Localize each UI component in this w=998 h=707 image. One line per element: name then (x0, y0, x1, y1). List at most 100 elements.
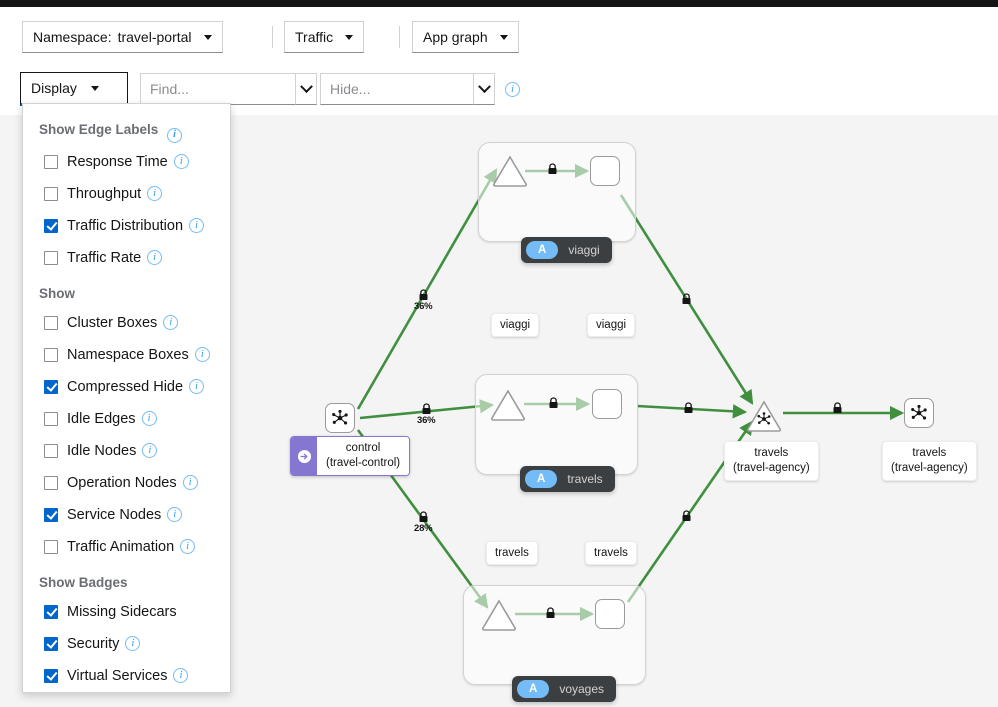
chevron-down-icon (203, 34, 212, 40)
info-icon[interactable]: i (180, 539, 196, 554)
checkbox-namespace-boxes[interactable] (44, 347, 58, 362)
info-icon[interactable]: i (182, 475, 198, 490)
find-dropdown-toggle[interactable] (295, 73, 317, 105)
graph-type-select[interactable]: App graph (412, 21, 519, 53)
hide-control (320, 73, 495, 105)
info-icon[interactable]: i (505, 82, 520, 97)
checkbox-operation-nodes[interactable] (44, 475, 58, 490)
checkbox-idle-edges[interactable] (44, 411, 58, 426)
node-label-viaggi-app: viaggi (587, 313, 636, 337)
chevron-down-icon (345, 34, 354, 40)
menu-item-idle-edges[interactable]: Idle Edges i (23, 403, 230, 435)
checkbox-security[interactable] (44, 636, 58, 651)
node-travels-service[interactable] (490, 389, 526, 421)
menu-item-service-nodes[interactable]: Service Nodes i (23, 499, 230, 531)
namespace-select[interactable]: Namespace: travel-portal (22, 21, 223, 53)
checkbox-traffic-animation[interactable] (44, 539, 58, 554)
node-travels-app[interactable] (592, 389, 622, 419)
menu-item-label: Compressed Hide (67, 378, 184, 395)
node-viaggi-app[interactable] (590, 156, 620, 186)
menu-item-security[interactable]: Security i (23, 628, 230, 660)
control-line2: (travel-control) (326, 457, 401, 469)
info-icon[interactable]: i (142, 443, 158, 458)
menu-item-traffic-rate[interactable]: Traffic Rate i (23, 242, 230, 274)
lock-icon (419, 511, 428, 522)
info-icon[interactable]: i (147, 250, 163, 265)
checkbox-service-nodes[interactable] (44, 507, 58, 522)
menu-item-label: Missing Sidecars (67, 603, 177, 620)
display-button[interactable]: Display (20, 72, 128, 106)
hide-input[interactable] (320, 73, 473, 105)
group-badge-viaggi[interactable]: A viaggi (521, 237, 612, 263)
menu-item-label: Operation Nodes (67, 474, 177, 491)
checkbox-traffic-rate[interactable] (44, 250, 58, 265)
checkbox-traffic-distribution[interactable] (44, 218, 58, 233)
menu-item-traffic-animation[interactable]: Traffic Animation i (23, 531, 230, 563)
group-badge-text: viaggi (568, 243, 600, 257)
toolbar-divider (272, 26, 273, 48)
hide-dropdown-toggle[interactable] (473, 73, 495, 105)
lock-icon (833, 402, 842, 413)
info-icon[interactable]: i (147, 186, 163, 201)
node-agency-service[interactable] (746, 400, 782, 432)
menu-item-response-time[interactable]: Response Time i (23, 146, 230, 178)
lock-icon (548, 163, 557, 174)
lock-icon (546, 607, 555, 618)
menu-item-label: Idle Edges (67, 410, 136, 427)
menu-item-cluster-boxes[interactable]: Cluster Boxes i (23, 307, 230, 339)
menu-item-label: Idle Nodes (67, 442, 137, 459)
info-icon[interactable]: i (125, 636, 141, 651)
menu-item-label: Cluster Boxes (67, 314, 158, 331)
group-badge-travels[interactable]: A travels (520, 466, 615, 492)
traffic-select[interactable]: Traffic (284, 21, 365, 53)
node-voyages-service[interactable] (481, 599, 517, 631)
menu-item-label: Traffic Animation (67, 538, 175, 555)
edge-percent: 28% (414, 523, 433, 534)
checkbox-missing-sidecars[interactable] (44, 604, 58, 619)
checkbox-virtual-services[interactable] (44, 668, 58, 683)
find-input[interactable] (140, 73, 295, 105)
lock-icon (682, 510, 691, 521)
menu-item-throughput[interactable]: Throughput i (23, 178, 230, 210)
menu-item-idle-nodes[interactable]: Idle Nodes i (23, 435, 230, 467)
menu-item-operation-nodes[interactable]: Operation Nodes i (23, 467, 230, 499)
info-icon[interactable]: i (173, 668, 189, 683)
menu-item-compressed-hide[interactable]: Compressed Hide i (23, 371, 230, 403)
info-icon[interactable]: i (141, 411, 157, 426)
group-badge-pill: A (526, 241, 559, 259)
group-badge-voyages[interactable]: A voyages (512, 676, 617, 702)
node-agency-app[interactable] (904, 398, 934, 428)
node-label-control-text: control (travel-control) (317, 437, 410, 475)
edge-lock-voyages-to-agency (681, 510, 692, 522)
edge-lock-viaggi-to-agency (681, 293, 692, 305)
menu-group-title-edge-labels: Show Edge Labels i (23, 118, 230, 146)
menu-item-label: Response Time (67, 153, 168, 170)
info-icon[interactable]: i (194, 347, 210, 362)
info-icon[interactable]: i (167, 127, 183, 143)
checkbox-throughput[interactable] (44, 186, 58, 201)
info-icon[interactable]: i (173, 154, 189, 169)
checkbox-cluster-boxes[interactable] (44, 315, 58, 330)
info-icon[interactable]: i (189, 218, 205, 233)
menu-item-missing-sidecars[interactable]: Missing Sidecars (23, 596, 230, 628)
menu-item-label: Throughput (67, 185, 142, 202)
node-voyages-app[interactable] (595, 599, 625, 629)
info-icon[interactable]: i (163, 315, 179, 330)
node-viaggi-service[interactable] (492, 155, 528, 187)
node-label-travels-app: travels (585, 541, 637, 565)
lock-icon (419, 289, 428, 300)
info-icon[interactable]: i (167, 507, 183, 522)
edge-label-to-voyages: 28% (414, 511, 433, 534)
menu-item-traffic-distribution[interactable]: Traffic Distribution i (23, 210, 230, 242)
virtual-service-badge (291, 437, 317, 475)
checkbox-compressed-hide[interactable] (44, 379, 58, 394)
topology-icon (757, 411, 772, 426)
node-control[interactable] (325, 403, 355, 433)
edge-percent: 36% (414, 301, 433, 312)
menu-item-virtual-services[interactable]: Virtual Services i (23, 660, 230, 692)
info-icon[interactable]: i (189, 379, 205, 394)
checkbox-response-time[interactable] (44, 154, 58, 169)
group-badge-text: travels (567, 472, 603, 486)
checkbox-idle-nodes[interactable] (44, 443, 58, 458)
menu-item-namespace-boxes[interactable]: Namespace Boxes i (23, 339, 230, 371)
